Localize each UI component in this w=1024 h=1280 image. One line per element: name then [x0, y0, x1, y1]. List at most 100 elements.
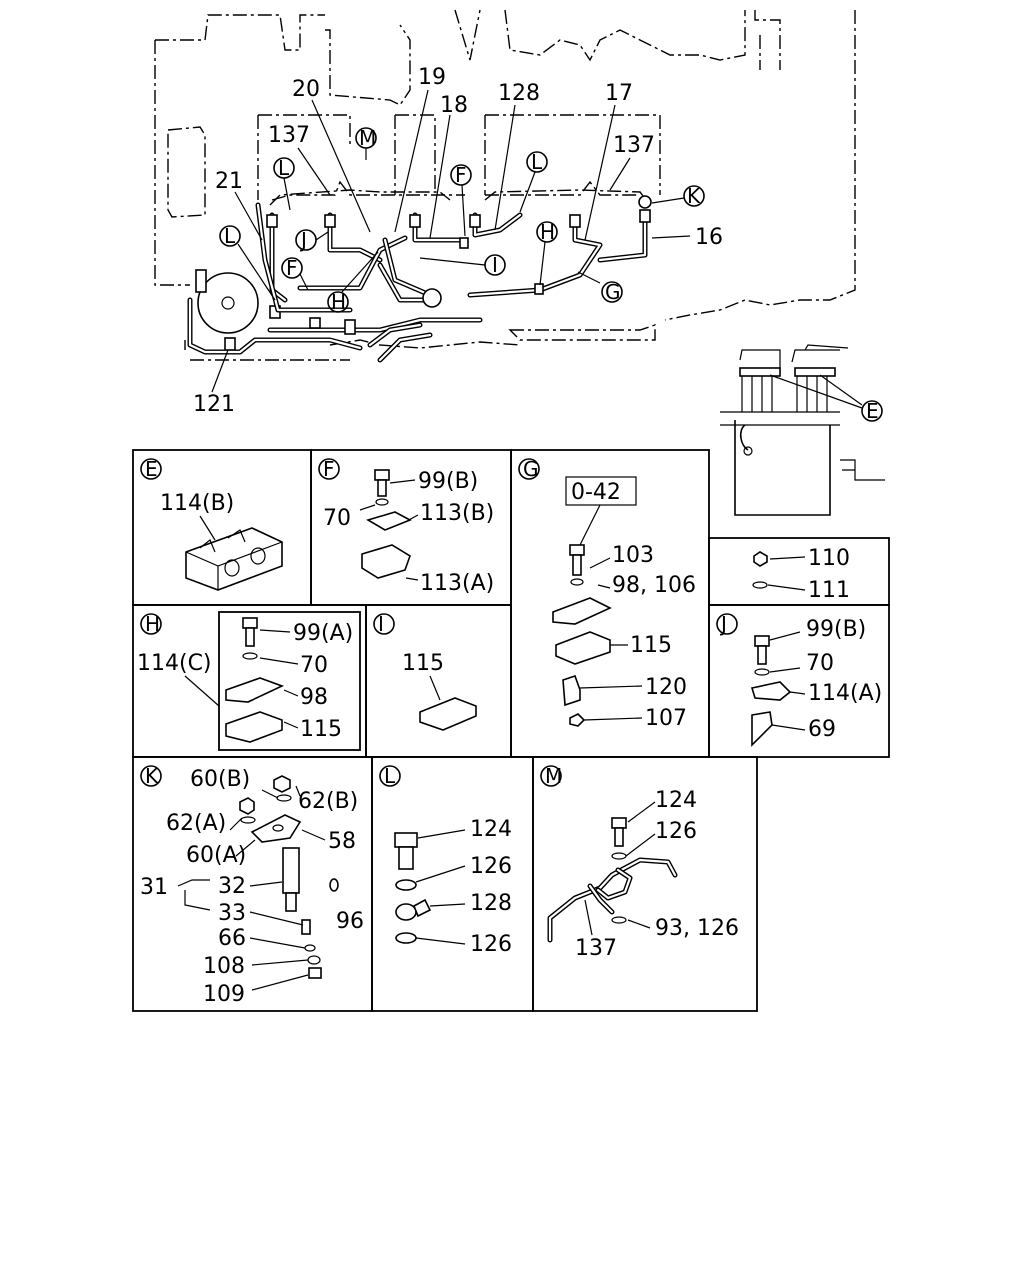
panel-nut	[708, 537, 890, 606]
panel-k-label-109: 109	[203, 982, 245, 1007]
panel-j-label-99b: 99(B)	[806, 617, 866, 642]
panel-g-letter: G	[523, 457, 539, 481]
panel-g-ref-box	[565, 476, 637, 506]
panel-nut-content: 110 111	[752, 546, 850, 603]
panel-i-letter: I	[378, 612, 384, 636]
panel-f-label-113a: 113(A)	[420, 571, 494, 596]
panel-i-label-115: 115	[402, 651, 444, 676]
callout-137-right: 137	[613, 133, 655, 158]
panel-f-letter: F	[323, 457, 335, 481]
panel-k-label-62b: 62(B)	[298, 789, 358, 814]
fuel-filter	[195, 269, 281, 351]
panel-l-label-124: 124	[470, 817, 512, 842]
panel-h-inner-box	[218, 611, 361, 751]
marker-l-3: L	[224, 224, 236, 248]
panel-g-label-120: 120	[645, 675, 687, 700]
callout-20: 20	[292, 77, 320, 102]
panel-h-label-99a: 99(A)	[293, 621, 353, 646]
panel-f-content: F 99(B) 70 113(B) 113(A)	[318, 457, 494, 596]
callout-17: 17	[605, 81, 633, 106]
callout-21: 21	[215, 169, 243, 194]
marker-k: K	[687, 184, 701, 208]
panel-j	[708, 604, 890, 758]
panel-h-label-98: 98	[300, 685, 328, 710]
panel-l-label-126-top: 126	[470, 854, 512, 879]
marker-h-2: H	[331, 290, 346, 314]
marker-g: G	[605, 280, 621, 304]
panel-k-content: K 60(B) 62(B) 62(A) 58 60(A) 31 32 33 96…	[140, 764, 364, 1007]
panel-k-label-62a: 62(A)	[166, 811, 226, 836]
panel-i	[365, 604, 512, 758]
marker-i: I	[492, 253, 498, 277]
panel-j-label-69: 69	[808, 717, 836, 742]
marker-l-1: L	[278, 156, 290, 180]
panel-g-content: G 0-42 103 98, 106 115 120 107	[518, 457, 696, 731]
panel-nut-label-110: 110	[808, 546, 850, 571]
panel-f-label-99b: 99(B)	[418, 469, 478, 494]
panel-k-label-66: 66	[218, 926, 246, 951]
callout-19: 19	[418, 65, 446, 90]
panel-j-label-114a: 114(A)	[808, 681, 882, 706]
marker-f-2: F	[286, 256, 298, 280]
panel-m-label-124: 124	[655, 788, 697, 813]
panel-m	[532, 756, 758, 1012]
main-callouts: 20 19 18 128 17 137 137 21 16 121	[193, 65, 723, 417]
panel-k-label-60b: 60(B)	[190, 767, 250, 792]
panel-f-label-70: 70	[323, 506, 351, 531]
panel-nut-label-111: 111	[808, 578, 850, 603]
leak-off-pipe-left	[271, 180, 465, 201]
panel-h-letter: H	[145, 612, 160, 636]
panel-k-label-58: 58	[328, 829, 356, 854]
panel-g-ref-text: 0-42	[571, 480, 621, 505]
detail-reference-markers: M L L F K L J H I F H G E	[219, 126, 883, 423]
injector-fittings	[266, 195, 652, 335]
panel-h-label-114c: 114(C)	[137, 651, 212, 676]
panel-l-label-128: 128	[470, 891, 512, 916]
panel-k-label-33: 33	[218, 901, 246, 926]
fuel-pipes	[187, 202, 648, 363]
marker-f-1: F	[455, 163, 467, 187]
panel-h-label-70: 70	[300, 653, 328, 678]
panel-k-label-32: 32	[218, 874, 246, 899]
marker-j: J	[299, 228, 307, 252]
marker-h-1: H	[540, 220, 555, 244]
panel-e-content: E 114(B)	[140, 457, 283, 591]
leak-off-pipe-right	[485, 180, 640, 196]
panel-j-label-70: 70	[806, 651, 834, 676]
panel-m-content: M 124 126 93, 126 137	[540, 764, 739, 961]
panel-h-label-115: 115	[300, 717, 342, 742]
engine-outline	[154, 9, 856, 361]
panel-k-label-31: 31	[140, 875, 168, 900]
callout-137-left: 137	[268, 123, 310, 148]
panel-l-label-126-bottom: 126	[470, 932, 512, 957]
panel-m-letter: M	[545, 764, 562, 788]
panel-m-label-137: 137	[575, 936, 617, 961]
callout-121: 121	[193, 392, 235, 417]
panel-e-letter: E	[145, 457, 158, 481]
panel-g-label-98-106: 98, 106	[612, 573, 696, 598]
panel-k-letter: K	[145, 764, 159, 788]
panel-j-content: J 99(B) 70 114(A) 69	[716, 612, 882, 747]
callout-18: 18	[440, 93, 468, 118]
marker-m: M	[359, 126, 376, 150]
panel-j-letter: J	[719, 612, 727, 636]
panel-g-label-103: 103	[612, 543, 654, 568]
panel-h-content: H 99(A) 114(C) 70 98 115	[137, 611, 361, 751]
marker-e: E	[866, 399, 879, 423]
panel-g-label-115: 115	[630, 633, 672, 658]
main-leader-lines	[211, 89, 691, 393]
marker-l-2: L	[531, 150, 543, 174]
panel-k-label-108: 108	[203, 954, 245, 979]
injection-pump-inset	[720, 344, 885, 516]
panel-k-label-96: 96	[336, 909, 364, 934]
panel-g-label-107: 107	[645, 706, 687, 731]
panel-m-label-126: 126	[655, 819, 697, 844]
panel-l-content: L 124 126 128 126	[379, 764, 512, 957]
callout-128: 128	[498, 81, 540, 106]
callout-16: 16	[695, 225, 723, 250]
panel-l-letter: L	[384, 764, 396, 788]
panel-e-label-114b: 114(B)	[160, 491, 234, 516]
panel-m-label-93-126: 93, 126	[655, 916, 739, 941]
panel-f-label-113b: 113(B)	[420, 501, 494, 526]
